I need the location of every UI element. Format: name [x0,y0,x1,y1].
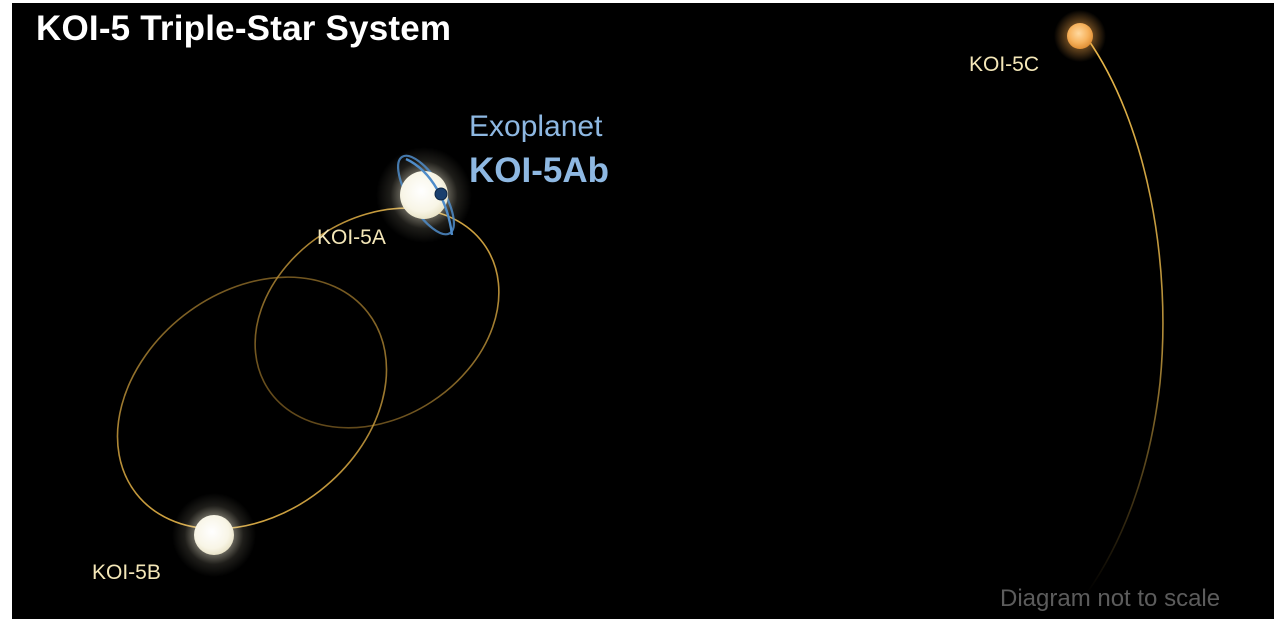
label-koi-5b: KOI-5B [92,561,161,584]
orbit-koi-5b [116,276,388,530]
orbit-diagram [116,10,1164,594]
diagram-canvas: KOI-5 Triple-Star System Exoplanet KOI-5… [12,3,1274,619]
star-koi-5b [172,493,256,577]
exoplanet-caption: Exoplanet [469,110,603,143]
star-koi-5a [376,147,472,243]
label-koi-5c: KOI-5C [969,53,1040,76]
star-koi-5c [1054,10,1106,62]
exoplanet-name: KOI-5Ab [469,151,609,190]
orbit-koi-5c [1086,37,1164,594]
planet-koi-5ab [434,187,448,201]
scale-footnote: Diagram not to scale [1000,585,1221,612]
label-koi-5a: KOI-5A [317,226,386,249]
orbit-koi-5a [254,207,500,429]
diagram-title: KOI-5 Triple-Star System [36,9,452,48]
